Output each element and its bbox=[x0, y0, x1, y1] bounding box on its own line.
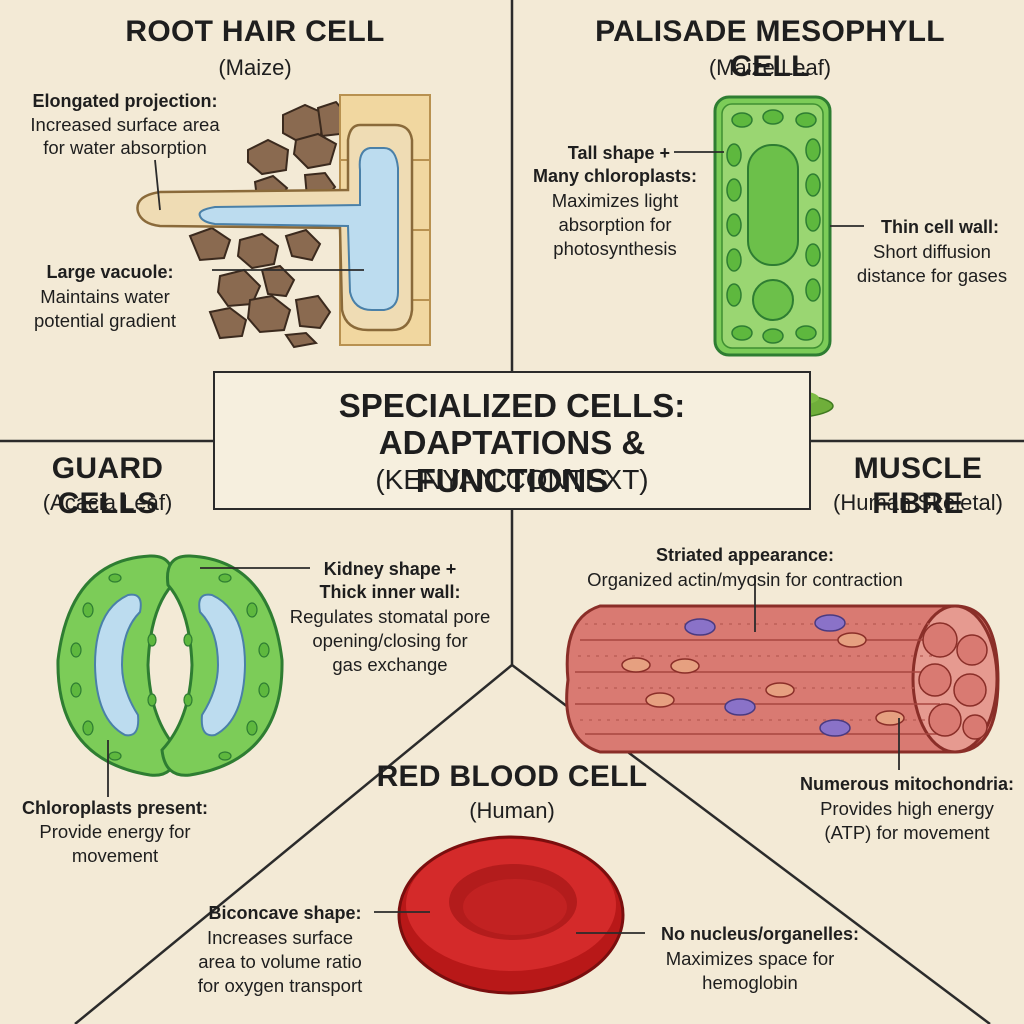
root-hair-label1-title: Elongated projection: bbox=[32, 91, 218, 111]
palisade-label1-title1: Tall shape + bbox=[567, 143, 670, 163]
palisade-label2-title: Thin cell wall: bbox=[880, 217, 1000, 237]
rbc-label2-line1: Maximizes space for bbox=[665, 948, 835, 969]
rbc-subtitle: (Human) bbox=[469, 798, 555, 823]
rbc-label1-title: Biconcave shape: bbox=[208, 903, 362, 923]
root-hair-label2-title: Large vacuole: bbox=[46, 262, 174, 282]
palisade-label1-line1: Maximizes light bbox=[551, 190, 679, 211]
guard-label1-line2: opening/closing for bbox=[312, 630, 468, 651]
center-title-line2: ADAPTATIONS & FUNCTIONS bbox=[378, 424, 646, 499]
root-hair-label1-line1: Increased surface area bbox=[30, 114, 220, 135]
rbc-label2-line2: hemoglobin bbox=[702, 972, 798, 993]
rbc-label1-line1: Increases surface bbox=[206, 927, 353, 948]
palisade-label1-line2: absorption for bbox=[558, 214, 672, 235]
muscle-fibre-illustration bbox=[565, 604, 1000, 754]
muscle-label2-line1: Provides high energy bbox=[820, 798, 994, 819]
guard-label1-line3: gas exchange bbox=[332, 654, 448, 675]
root-hair-title: ROOT HAIR CELL bbox=[125, 15, 385, 48]
guard-chloroplasts bbox=[70, 573, 270, 761]
palisade-cell-illustration bbox=[713, 95, 832, 357]
root-hair-label2-line2: potential gradient bbox=[34, 310, 176, 331]
rbc-title: RED BLOOD CELL bbox=[376, 760, 648, 793]
rbc-label1-line2: area to volume ratio bbox=[198, 951, 362, 972]
palisade-label1-title2: Many chloroplasts: bbox=[532, 166, 698, 186]
guard-label2-title: Chloroplasts present: bbox=[21, 798, 209, 818]
mitochondria bbox=[621, 632, 905, 726]
guard-cells-illustration bbox=[56, 554, 284, 777]
muscle-label2-line2: (ATP) for movement bbox=[824, 822, 990, 843]
chloroplasts bbox=[726, 109, 821, 344]
red-blood-cell-illustration bbox=[397, 835, 625, 995]
root-hair-subtitle: (Maize) bbox=[218, 55, 292, 80]
muscle-label1-title: Striated appearance: bbox=[655, 545, 835, 565]
palisade-label1-line3: photosynthesis bbox=[553, 238, 677, 259]
guard-label1-title2: Thick inner wall: bbox=[319, 582, 461, 602]
guard-label1-line1: Regulates stomatal pore bbox=[289, 606, 491, 627]
guard-label2-line1: Provide energy for bbox=[39, 821, 191, 842]
nuclei bbox=[684, 614, 851, 737]
palisade-label2-line1: Short diffusion bbox=[873, 241, 991, 262]
palisade-title: PALISADE MESOPHYLL CELL bbox=[595, 15, 945, 83]
leader-lines bbox=[107, 151, 900, 934]
center-title-line1: SPECIALIZED CELLS: bbox=[338, 387, 686, 424]
center-subtitle: (KENYAN CONTEXT) bbox=[375, 464, 649, 495]
center-title-box bbox=[213, 371, 811, 510]
root-hair-label2-line1: Maintains water bbox=[40, 286, 170, 307]
rbc-label1-line3: for oxygen transport bbox=[197, 975, 363, 996]
guard-label1-title1: Kidney shape + bbox=[323, 559, 457, 579]
muscle-label2-title: Numerous mitochondria: bbox=[799, 774, 1014, 794]
guard-label2-line2: movement bbox=[71, 845, 159, 866]
root-hair-cell-illustration bbox=[136, 94, 431, 349]
palisade-subtitle: (Maize Leaf) bbox=[708, 55, 832, 80]
guard-cells-title: GUARD CELLS bbox=[51, 452, 164, 520]
muscle-fibre-subtitle: (Human Skeletal) bbox=[833, 490, 1003, 515]
rbc-label2-title: No nucleus/organelles: bbox=[660, 924, 860, 944]
muscle-label1-line1: Organized actin/myosin for contraction bbox=[587, 569, 903, 590]
root-hair-label1-line2: for water absorption bbox=[43, 137, 207, 158]
muscle-fibre-title: MUSCLE FIBRE bbox=[853, 452, 983, 520]
palisade-label2-line2: distance for gases bbox=[856, 265, 1008, 286]
guard-cells-subtitle: (Acacia Leaf) bbox=[42, 490, 173, 515]
